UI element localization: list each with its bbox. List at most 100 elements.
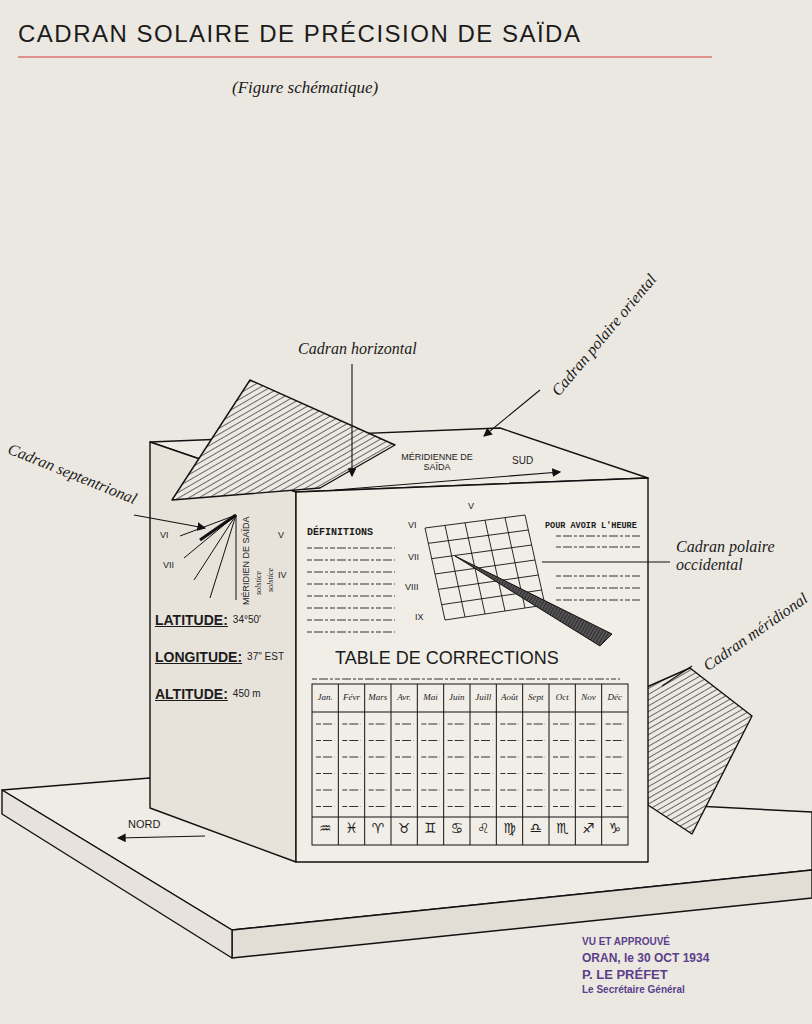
zodiac-sign: ♏: [549, 820, 575, 836]
scribble: [307, 596, 395, 597]
approval-stamp: VU ET APPROUVÉ: [582, 936, 670, 948]
site-value: 34°50': [233, 614, 261, 626]
month-header: Nov: [575, 692, 601, 702]
title-underline: [18, 56, 712, 58]
hour-numeral: VI: [408, 520, 417, 530]
scribble: [556, 576, 640, 577]
approval-stamp: Le Secrétaire Général: [582, 984, 685, 996]
month-header: Jan.: [312, 692, 338, 702]
scribble: [307, 608, 395, 609]
scribble: [606, 724, 624, 725]
curve-label: solstice: [254, 571, 263, 595]
scribble: [500, 740, 518, 741]
meridional-plate: [640, 668, 752, 834]
site-value: 37" EST: [247, 651, 284, 663]
scribble: [369, 740, 387, 741]
table-rule: [364, 684, 365, 845]
scribble: [500, 790, 518, 791]
scribble: [556, 536, 640, 537]
scribble: [395, 773, 413, 774]
scribble: [553, 740, 571, 741]
scribble: [579, 790, 597, 791]
scribble: [421, 757, 439, 758]
scribble: [527, 773, 545, 774]
scribble: [448, 724, 466, 725]
scribble: [579, 724, 597, 725]
table-rule: [522, 684, 523, 845]
scribble: [553, 773, 571, 774]
month-header: Févr: [338, 692, 364, 702]
table-columns: [338, 684, 601, 845]
scribble: [316, 773, 334, 774]
septentrional-dial: [180, 515, 236, 600]
scribble: [474, 724, 492, 725]
zodiac-sign: ♊: [417, 820, 443, 836]
scribble: [395, 724, 413, 725]
scribble: [500, 757, 518, 758]
curve-label: solstice: [266, 568, 275, 592]
scribble: [553, 790, 571, 791]
scribble: [421, 790, 439, 791]
scribble: [606, 806, 624, 807]
scribble: [316, 757, 334, 758]
scribble: [421, 740, 439, 741]
scribble: [342, 757, 360, 758]
zodiac-sign: ♒: [312, 820, 338, 836]
zodiac-sign: ♌: [470, 820, 496, 836]
section-heading: DÉFINITIONS: [307, 527, 373, 539]
scribble: [579, 740, 597, 741]
month-header: Avr.: [391, 692, 417, 702]
scribble: [579, 806, 597, 807]
zodiac-sign: ♓: [338, 820, 364, 836]
scribble: [307, 620, 395, 621]
month-header: Oct: [549, 692, 575, 702]
table-rule: [443, 684, 444, 845]
table-rule: [575, 684, 576, 845]
scribble: [369, 773, 387, 774]
month-header: Sept: [523, 692, 549, 702]
scribble: [474, 740, 492, 741]
scribble: [556, 600, 640, 601]
hour-numeral: V: [278, 530, 284, 540]
callout-label: Cadran septentrional: [5, 440, 139, 509]
month-header: Juill: [470, 692, 496, 702]
hour-numeral: VII: [408, 552, 419, 562]
hour-numeral: VII: [163, 560, 174, 570]
table-rule: [417, 684, 418, 845]
month-header: Déc: [602, 692, 628, 702]
hour-numeral: VI: [160, 530, 169, 540]
scribble: [556, 588, 640, 589]
table-rule: [470, 684, 471, 845]
approval-stamp: P. LE PRÉFET: [582, 968, 668, 983]
scribble: [579, 757, 597, 758]
handwritten-scribble: [307, 536, 640, 807]
scribble: [527, 757, 545, 758]
gnomon: [455, 556, 612, 646]
scribble: [474, 773, 492, 774]
scribble: [500, 773, 518, 774]
caption: (Figure schématique): [232, 78, 378, 98]
table-rule: [549, 684, 550, 845]
grid-line: [428, 530, 528, 543]
title: CADRAN SOLAIRE DE PRÉCISION DE SAÏDA: [18, 20, 581, 48]
site-label: LONGITUDE:: [155, 649, 242, 665]
month-header: Mars: [365, 692, 391, 702]
scribble: [369, 806, 387, 807]
hour-numeral: IX: [415, 612, 424, 622]
scribble: [369, 790, 387, 791]
scribble: [307, 632, 395, 633]
scribble: [307, 560, 395, 561]
scribble: [307, 572, 395, 573]
callout-label: Cadran polaire occidental: [676, 538, 806, 575]
scribble: [395, 790, 413, 791]
zodiac-sign: ♈: [365, 820, 391, 836]
grid-line: [432, 545, 532, 559]
approval-stamp: ORAN, le 30 OCT 1934: [582, 952, 709, 966]
scribble: [421, 724, 439, 725]
site-label: LATITUDE:: [155, 612, 228, 628]
site-label: ALTITUDE:: [155, 686, 228, 702]
scribble: [500, 806, 518, 807]
scribble: [606, 757, 624, 758]
section-heading: POUR AVOIR L'HEURE: [545, 522, 637, 532]
